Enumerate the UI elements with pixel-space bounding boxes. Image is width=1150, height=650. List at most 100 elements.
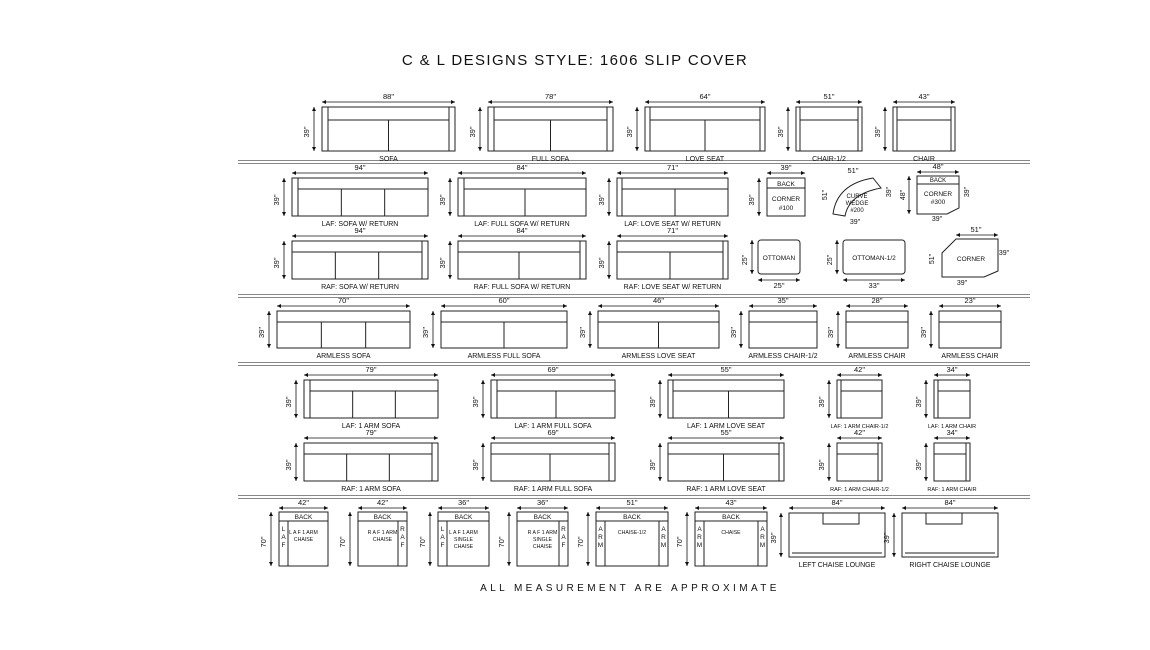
arrow-head [757, 178, 761, 182]
chaise-label: CHAISE-1/2 [618, 530, 646, 536]
arrow-head [837, 373, 841, 377]
arrow-head [428, 562, 432, 566]
piece-outline [616, 240, 729, 280]
piece-label: LAF: 1 ARM LOVE SEAT [687, 423, 766, 430]
width-label: 69" [547, 428, 558, 437]
piece-outline [490, 442, 616, 482]
piece-label: CHAIR-1/2 [812, 156, 846, 163]
height-label: 39" [421, 327, 430, 338]
width-label: 36" [458, 498, 469, 507]
corner-label: CORNER [957, 256, 985, 263]
piece-label: ARMLESS FULL SOFA [468, 353, 541, 360]
arm-letter: L [441, 526, 445, 533]
height-label: 39" [776, 126, 785, 137]
piece-label: LAF: SOFA W/ RETURN [322, 221, 399, 228]
piece-label: RAF: 1 ARM CHAIR [927, 487, 976, 493]
piece-outline [667, 379, 785, 419]
height-label: 39" [272, 257, 281, 268]
piece-chair-half: 51" 39" CHAIR-1/2 [776, 92, 863, 163]
width-label: 34" [946, 365, 957, 374]
arrow-head [902, 506, 906, 510]
piece-laf-1arm-sofa: 79"39"LAF: 1 ARM SOFA [284, 365, 439, 430]
arm-letter: R [400, 526, 405, 533]
arrow-head [658, 443, 662, 447]
arrow-head [835, 270, 839, 274]
arrow-head [668, 373, 672, 377]
chaise-label: CHAISE [373, 537, 393, 543]
piece-outline [836, 442, 883, 482]
piece-outline [845, 310, 909, 349]
arrow-head [635, 107, 639, 111]
arrow-head [358, 506, 362, 510]
arrow-head [448, 241, 452, 245]
arrow-head [779, 513, 783, 517]
wedge-label-2: WEDGE [846, 201, 869, 207]
piece-label: SOFA [379, 156, 398, 163]
piece-label: LAF: FULL SOFA W/ RETURN [474, 221, 569, 228]
height-label: 39" [919, 327, 928, 338]
height-label: 39" [471, 459, 480, 470]
piece-armless-full-sofa: 60" 39" ARMLESS FULL SOFA [421, 296, 568, 360]
arm-letter: R [661, 534, 666, 541]
arrow-head [893, 100, 897, 104]
arrow-head [282, 275, 286, 279]
arrow-head [951, 100, 955, 104]
arrow-head [478, 107, 482, 111]
piece-label: RAF: LOVE SEAT W/ RETURN [624, 284, 722, 291]
piece-outline [938, 310, 1002, 349]
chaise-label: R A F 1 ARM [528, 530, 558, 536]
piece-armless-love-seat: 46"39"ARMLESS LOVE SEAT [578, 296, 720, 360]
piece-raf-1arm-love-seat: 55"39"RAF: 1 ARM LOVE SEAT [648, 428, 785, 493]
corner-number: #300 [931, 199, 946, 206]
arrow-head [858, 100, 862, 104]
back-label: BACK [777, 181, 795, 188]
piece-outline [457, 177, 587, 217]
arrow-head [878, 436, 882, 440]
width-label: 33" [868, 281, 879, 290]
arrow-head [846, 304, 850, 308]
width-label: 94" [354, 226, 365, 235]
piece-outline [757, 239, 801, 275]
arrow-head [267, 311, 271, 315]
arrow-head [431, 311, 435, 315]
width-label: 51" [823, 92, 834, 101]
corner-number: #100 [779, 205, 794, 212]
arrow-head [438, 506, 442, 510]
chaise-back [925, 512, 963, 525]
arrow-head [956, 233, 960, 237]
arrow-head [294, 380, 298, 384]
piece-raf-1arm-chair: 34"39"RAF: 1 ARM CHAIR [914, 428, 977, 493]
arrow-head [780, 373, 784, 377]
arrow-head [658, 380, 662, 384]
bottom-label: 39" [850, 219, 861, 226]
arrow-head [304, 373, 308, 377]
corner-label: CORNER [772, 196, 800, 203]
arrow-head [424, 171, 428, 175]
height-label: 39" [914, 459, 923, 470]
arrow-head [739, 311, 743, 315]
piece-outline [748, 310, 818, 349]
right-label: 39" [999, 250, 1010, 257]
piece-outline [694, 511, 768, 567]
arrow-head [588, 311, 592, 315]
width-label: 42" [298, 498, 309, 507]
height-label: 39" [438, 257, 447, 268]
height-label: 70" [338, 536, 347, 547]
piece-full-sofa: 78"39"FULL SOFA [468, 92, 614, 163]
width-label: 51" [847, 166, 858, 175]
height-label: 39" [438, 194, 447, 205]
width-label: 60" [498, 296, 509, 305]
height-label: 70" [418, 536, 427, 547]
height-label: 70" [259, 536, 268, 547]
arrow-head [277, 304, 281, 308]
width-label: 84" [516, 163, 527, 172]
piece-label: RAF: 1 ARM SOFA [341, 486, 401, 493]
arrow-head [507, 512, 511, 516]
back-label: BACK [722, 514, 740, 521]
row-divider-2 [238, 294, 1030, 298]
arrow-head [997, 304, 1001, 308]
height-label: 39" [747, 194, 756, 205]
